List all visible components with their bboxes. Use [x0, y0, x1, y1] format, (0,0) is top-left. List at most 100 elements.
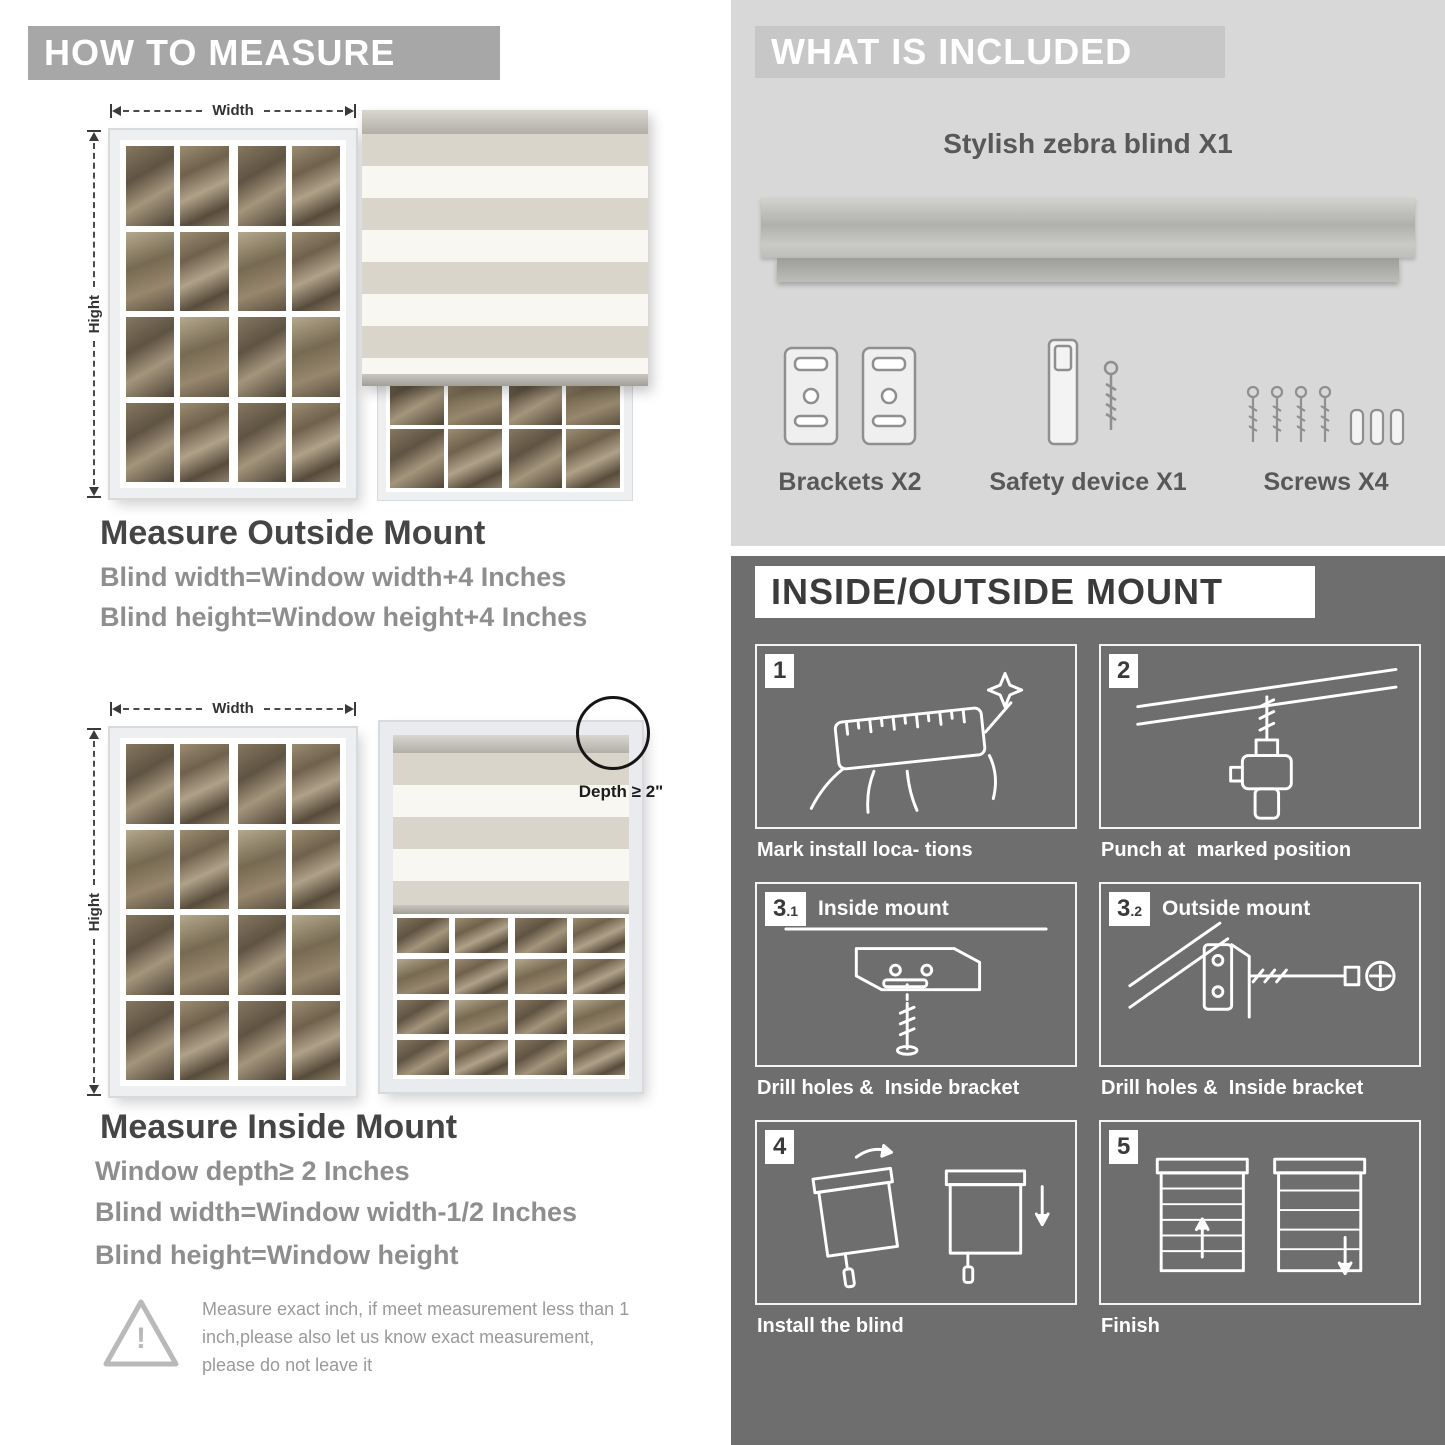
window-pane — [572, 999, 625, 1035]
window-pane — [390, 429, 444, 488]
window-pane — [180, 146, 229, 226]
brackets-icon — [775, 322, 925, 452]
warning-triangle-icon: ! — [100, 1296, 182, 1372]
brackets-label: Brackets X2 — [778, 468, 922, 496]
height-arrow: Hight — [84, 130, 104, 499]
window-pane — [514, 999, 567, 1035]
included-item-screws: Screws X4 — [1207, 322, 1445, 497]
included-items: Brackets X2 Safety device X1 — [731, 322, 1445, 497]
width-label: Width — [212, 102, 254, 119]
step-4-panel: 4 — [755, 1120, 1077, 1305]
window-pane — [180, 829, 229, 909]
step-2: 2 Punch at marked position — [1099, 644, 1421, 878]
window-sash — [237, 744, 340, 1080]
blind-stripes — [393, 753, 629, 905]
zebra-blind-illustration — [362, 110, 648, 386]
window-pane — [126, 915, 175, 995]
safety-device-label: Safety device X1 — [989, 468, 1187, 496]
zebra-blind-headrail-illustration — [761, 198, 1415, 282]
window-pane — [126, 402, 175, 482]
mount-steps-grid: 1 Mark install loca- tions — [755, 644, 1421, 1354]
screws-label: Screws X4 — [1263, 468, 1389, 496]
inside-bracket-illustration — [784, 927, 1048, 1056]
step-4-caption: Install the blind — [757, 1315, 904, 1337]
window-pane — [291, 829, 340, 909]
window-pane — [514, 918, 567, 953]
width-arrow: Width — [110, 102, 357, 119]
inside-width-formula: Blind width=Window width-1/2 Inches — [95, 1197, 578, 1227]
outside-bracket-illustration — [1128, 921, 1396, 1019]
how-to-measure-header: HOW TO MEASURE — [28, 26, 500, 80]
step-number-badge: 2 — [1109, 654, 1139, 688]
window-pane — [180, 744, 229, 824]
step-2-caption: Punch at marked position — [1101, 839, 1352, 861]
window-pane — [447, 429, 502, 488]
step-3-1-caption: Drill holes & Inside bracket — [757, 1077, 1020, 1099]
outside-mount-window-figure: Width Hight — [84, 100, 357, 500]
window-pane — [572, 958, 625, 994]
warning-exclaim: ! — [136, 1322, 146, 1355]
width-label: Width — [212, 700, 254, 717]
window-pane — [291, 1000, 340, 1080]
outside-height-formula: Blind height=Window height+4 Inches — [100, 602, 588, 632]
install-blind-illustration — [811, 1144, 1050, 1289]
window-pane — [180, 231, 229, 311]
window-pane — [126, 317, 175, 397]
height-arrow: Hight — [84, 728, 104, 1097]
step-3-2: 3.2 Outside mount — [1099, 882, 1421, 1116]
blind-bottom-rail — [393, 905, 629, 914]
height-label: Hight — [85, 892, 103, 932]
window-pane — [126, 1000, 175, 1080]
window-pane — [397, 958, 450, 994]
window-pane — [291, 146, 340, 226]
window-pane — [514, 958, 567, 994]
window-pane — [180, 1000, 229, 1080]
step-3-1-panel: 3.1 Inside mount — [755, 882, 1077, 1067]
step-3-1: 3.1 Inside mount Dril — [755, 882, 1077, 1116]
finish-blinds-illustration — [1155, 1157, 1367, 1276]
blind-cassette — [393, 735, 629, 753]
window-pane — [126, 829, 175, 909]
step-1-panel: 1 — [755, 644, 1077, 829]
depth-note: Depth ≥ 2" — [578, 782, 664, 801]
window-pane — [397, 918, 450, 953]
window-pane — [291, 915, 340, 995]
window-pane — [237, 146, 286, 226]
window-pane — [126, 231, 175, 311]
included-item-safety-device: Safety device X1 — [969, 322, 1207, 497]
window-pane — [237, 317, 286, 397]
outside-mount-title: Measure Outside Mount — [100, 514, 486, 552]
outside-mount-blind-figure — [362, 110, 648, 500]
window-pane — [572, 918, 625, 953]
window-sash — [126, 146, 229, 482]
measure-warning: ! Measure exact inch, if meet measuremen… — [100, 1296, 648, 1380]
included-item-brackets: Brackets X2 — [731, 322, 969, 497]
window-pane — [455, 1040, 508, 1075]
step-4: 4 — [755, 1120, 1077, 1354]
step-2-panel: 2 — [1099, 644, 1421, 829]
step-number-badge: 5 — [1109, 1130, 1139, 1164]
window-pane — [455, 999, 508, 1035]
inside-mount-title: Measure Inside Mount — [100, 1108, 458, 1146]
step-5-caption: Finish — [1101, 1315, 1160, 1337]
what-is-included-header: WHAT IS INCLUDED — [755, 26, 1225, 78]
window-pane — [514, 1040, 567, 1075]
window-pane — [291, 744, 340, 824]
drill-illustration — [1136, 668, 1398, 820]
step-number-badge: 1 — [765, 654, 795, 688]
window-pane — [180, 317, 229, 397]
window-pane — [237, 915, 286, 995]
window-sash — [237, 146, 340, 482]
window-pane — [291, 231, 340, 311]
depth-callout-circle — [576, 696, 650, 770]
window-pane — [237, 402, 286, 482]
step-3-2-caption: Drill holes & Inside bracket — [1101, 1077, 1364, 1099]
window-sash — [126, 744, 229, 1080]
window-pane — [180, 915, 229, 995]
window-sash — [397, 918, 508, 1075]
safety-device-icon — [1033, 322, 1143, 452]
window-sash — [514, 918, 625, 1075]
inside-depth-formula: Window depth≥ 2 Inches — [95, 1156, 410, 1186]
inside-mount-blind-figure — [380, 722, 642, 1092]
